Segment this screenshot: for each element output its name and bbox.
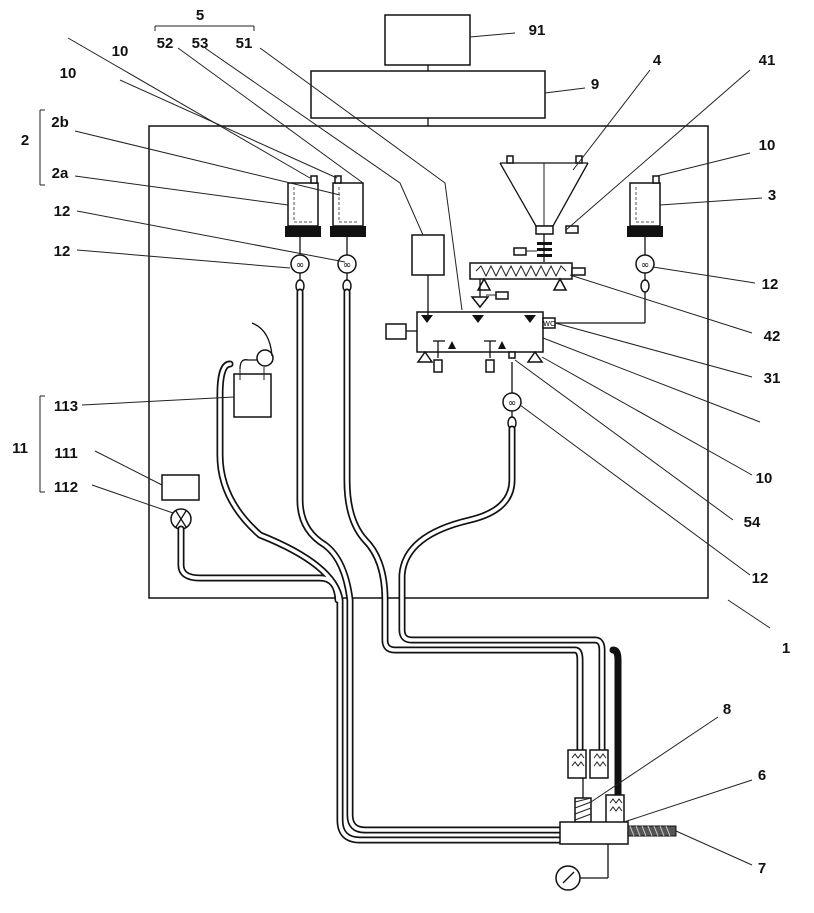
label-111: 111 (54, 445, 77, 462)
label-51: 51 (236, 35, 253, 52)
label-112: 112 (54, 479, 78, 496)
label-3: 3 (768, 187, 776, 204)
tube-bundle (177, 288, 622, 844)
label-41: 41 (759, 52, 776, 69)
leader-lines (39, 25, 771, 866)
hopper-4 (499, 155, 589, 262)
label-6: 6 (758, 767, 766, 784)
label-10-bottom: 10 (756, 470, 773, 487)
svg-text:∞: ∞ (343, 260, 351, 271)
label-10-right: 10 (759, 137, 776, 154)
label-12-bottom: 12 (752, 570, 769, 587)
container-113 (233, 322, 274, 418)
label-1: 1 (782, 640, 790, 657)
control-unit-9 (310, 70, 546, 119)
screw-conveyor-42 (469, 262, 586, 309)
pump-12-right: ∞ (555, 254, 655, 324)
label-12-a: 12 (54, 203, 71, 220)
label-12-right: 12 (762, 276, 779, 293)
dosing-block: WC (385, 275, 556, 373)
svg-text:WC: WC (543, 320, 555, 328)
label-10-top: 10 (112, 43, 129, 60)
svg-text:∞: ∞ (641, 260, 649, 271)
label-8: 8 (723, 701, 731, 718)
pump-12-middle: ∞ (337, 254, 357, 293)
label-53: 53 (192, 35, 209, 52)
label-31: 31 (764, 370, 781, 387)
pressure-gauge (555, 844, 609, 891)
pump-12-left: ∞ (290, 254, 310, 293)
label-10-left: 10 (60, 65, 77, 82)
label-113: 113 (54, 398, 78, 415)
label-2: 2 (21, 132, 29, 149)
display-unit-91 (384, 14, 471, 66)
cartridge-2b (330, 175, 366, 255)
svg-text:∞: ∞ (508, 398, 516, 409)
pump-112 (170, 508, 192, 530)
label-5: 5 (196, 7, 204, 24)
unit-51-box (411, 234, 445, 276)
label-9: 9 (591, 76, 599, 93)
nozzle-7 (627, 825, 677, 837)
label-7: 7 (758, 860, 766, 877)
label-91: 91 (529, 22, 546, 39)
label-4: 4 (653, 52, 662, 69)
label-2a: 2a (52, 165, 69, 182)
static-mixer-6 (559, 778, 629, 845)
label-11: 11 (12, 440, 28, 457)
pump-12-bottom: ∞ (502, 362, 522, 430)
label-12-b: 12 (54, 243, 71, 260)
check-valves-8 (567, 749, 625, 824)
cartridge-3 (627, 175, 663, 255)
svg-text:∞: ∞ (296, 260, 304, 271)
label-54: 54 (744, 514, 761, 531)
sensor-111 (161, 474, 200, 501)
label-42: 42 (764, 328, 781, 345)
label-52: 52 (157, 35, 174, 52)
label-2b: 2b (51, 114, 69, 131)
